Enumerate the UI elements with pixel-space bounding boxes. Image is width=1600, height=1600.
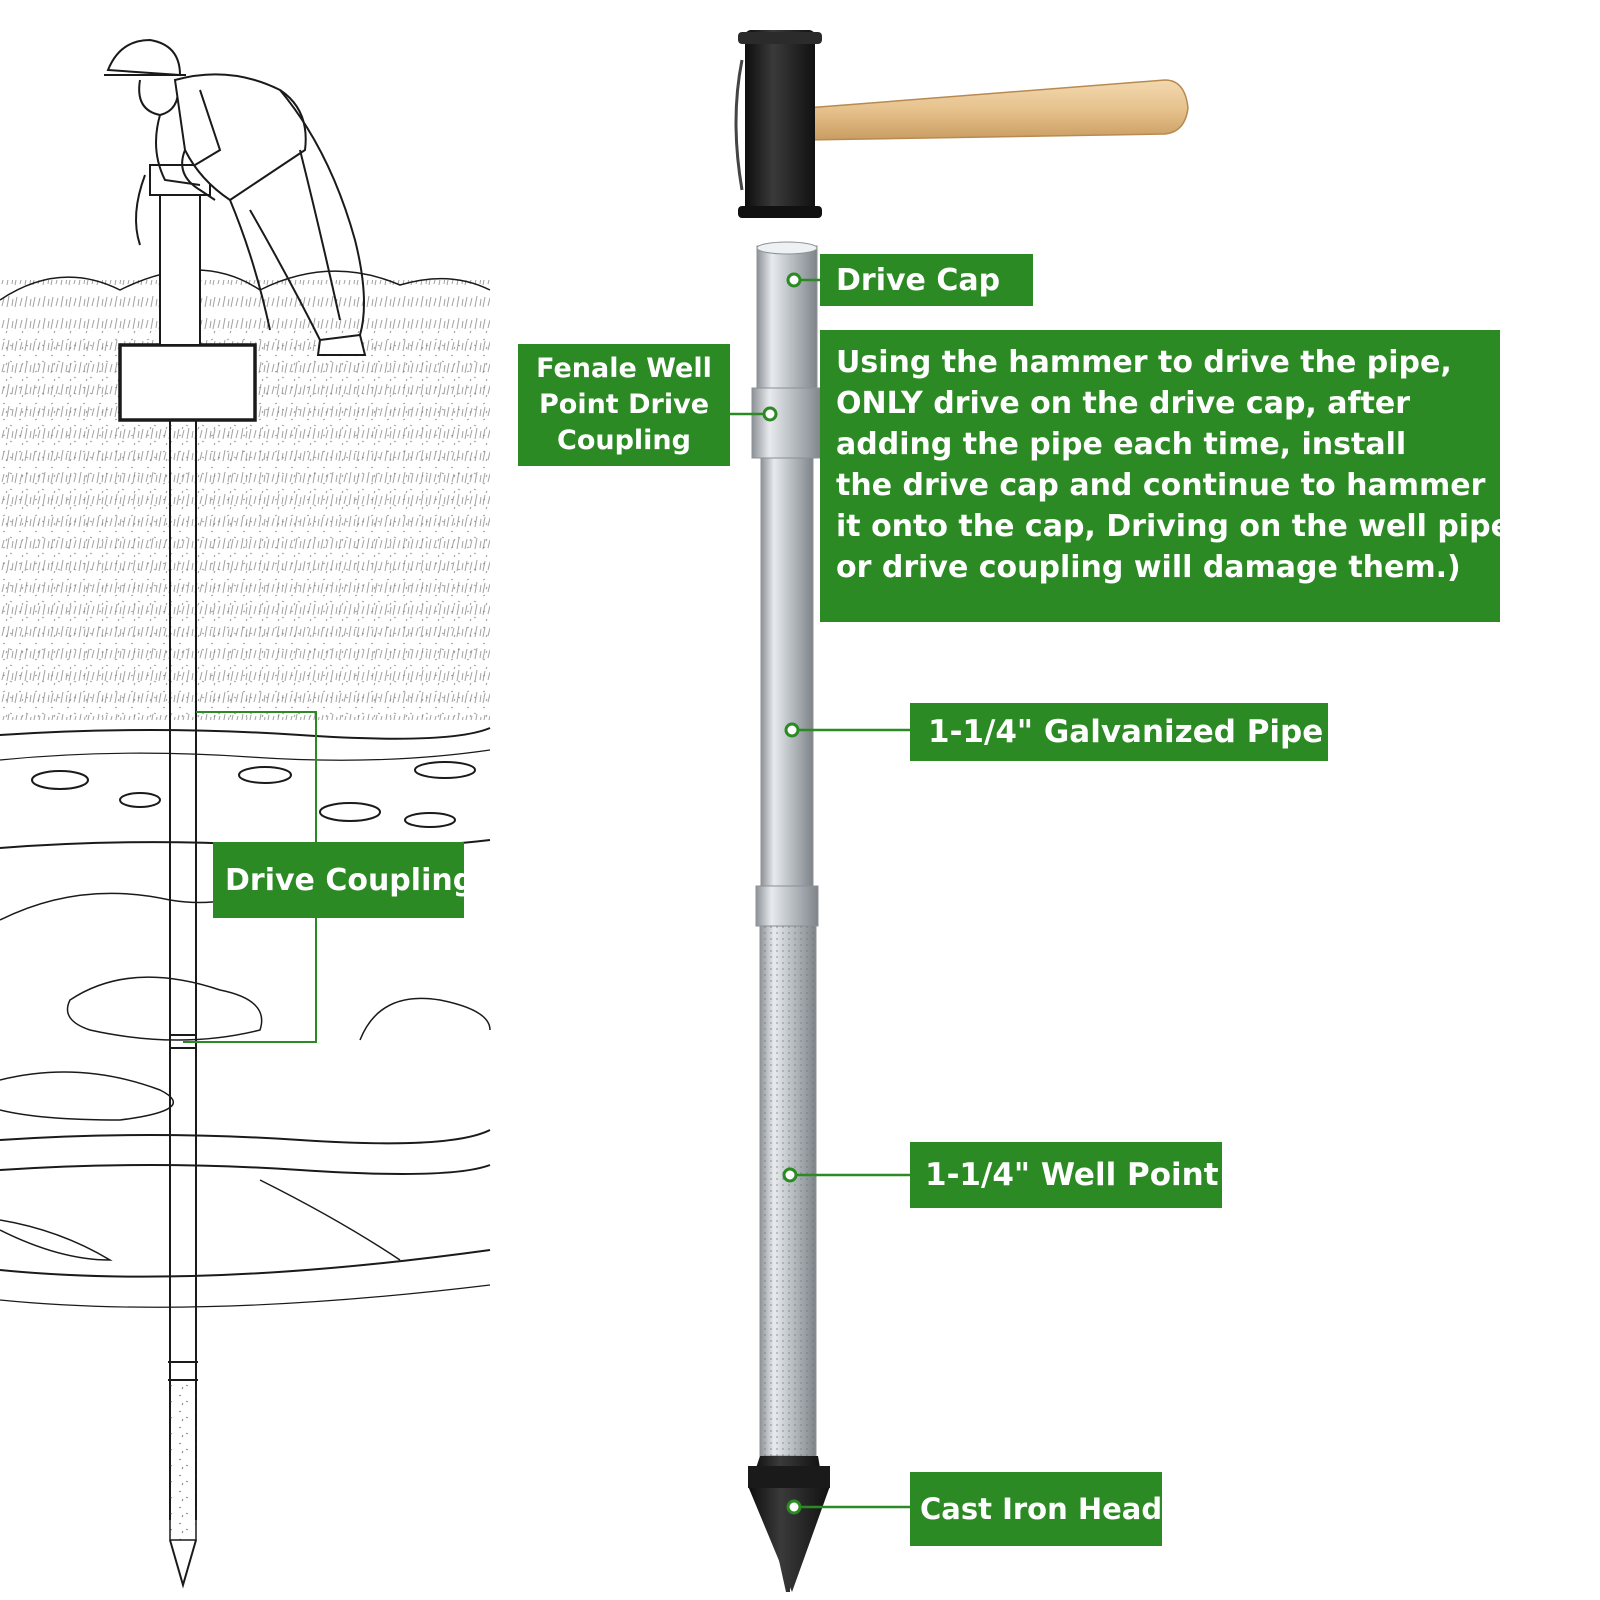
sledgehammer-icon	[734, 30, 1189, 218]
callout-lines	[730, 278, 910, 1509]
construction-worker-icon	[104, 38, 367, 356]
callout-dots	[762, 272, 802, 1515]
circle-marker-icon	[786, 272, 802, 288]
galvanized-pipe-label: 1-1/4" Galvanized Pipe	[910, 703, 1328, 761]
circle-marker-icon	[762, 406, 778, 422]
drive-coupling-label: Drive Coupling	[213, 842, 474, 918]
sketch-scene	[0, 38, 491, 1589]
cast-iron-heads-label: Cast Iron Heads	[910, 1472, 1179, 1546]
drive-coupling-callout-lines	[183, 711, 317, 1043]
well-point-label: 1-1/4" Well Point	[910, 1142, 1222, 1208]
circle-marker-icon	[784, 722, 800, 738]
circle-marker-icon	[786, 1499, 802, 1515]
instruction-note: Using the hammer to drive the pipe, ONLY…	[820, 330, 1511, 622]
well-pipe-assembly	[748, 241, 830, 1592]
circle-marker-icon	[782, 1167, 798, 1183]
female-coupling-label: Fenale Well Point Drive Coupling	[518, 344, 730, 466]
drive-cap-label: Drive Cap	[820, 254, 1033, 306]
